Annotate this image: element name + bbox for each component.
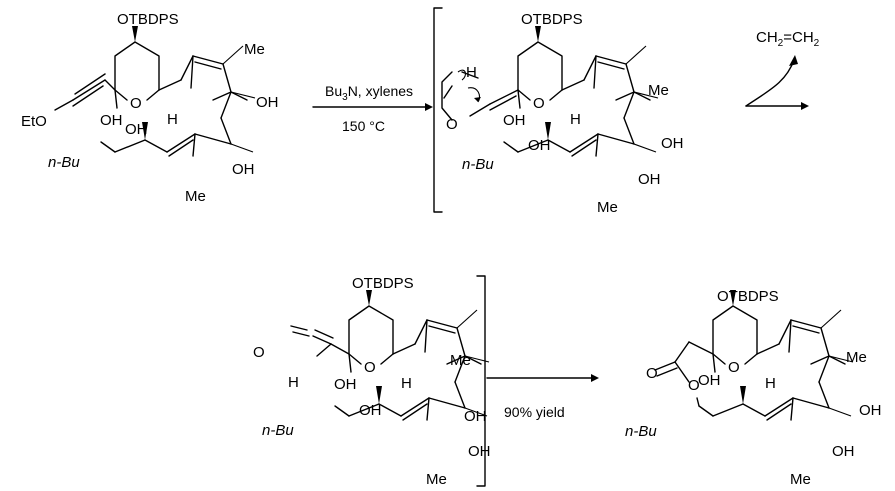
yield-label: 90% yield xyxy=(504,404,565,420)
left-bracket xyxy=(433,7,443,213)
otbdps-label: OTBDPS xyxy=(521,11,583,28)
ketene-o-label: O xyxy=(253,344,265,361)
me-label: Me xyxy=(426,471,447,488)
otbdps-label: OTBDPS xyxy=(717,288,779,305)
oh-label: OH xyxy=(464,408,487,425)
right-bracket xyxy=(476,275,486,487)
nbu-label: n-Bu xyxy=(262,422,294,439)
oh-label: OH xyxy=(698,372,721,389)
h-label: H xyxy=(466,64,477,81)
reagents-label: Bu3N, xylenes xyxy=(325,83,413,103)
oh-label: OH xyxy=(256,94,279,111)
ethylene-byproduct-label: CH2=CH2 xyxy=(756,29,820,49)
otbdps-label: OTBDPS xyxy=(117,11,179,28)
ring-o-label: O xyxy=(533,95,545,112)
oh-label: OH xyxy=(638,171,661,188)
oh-label: OH xyxy=(100,112,123,129)
oh-label: OH xyxy=(832,443,855,460)
macrolactone-product-structure xyxy=(654,289,854,421)
oh-label: OH xyxy=(528,137,551,154)
oh-label: OH xyxy=(232,161,255,178)
transition-state-structure xyxy=(441,25,659,157)
me-label: Me xyxy=(648,82,669,99)
lactone-o-label: O xyxy=(688,377,700,394)
ring-o-label: O xyxy=(446,116,458,133)
ring-o-label: O xyxy=(130,95,142,112)
oh-label: OH xyxy=(468,443,491,460)
h-label: H xyxy=(765,375,776,392)
me-label: Me xyxy=(450,352,471,369)
oh-label: OH xyxy=(359,402,382,419)
me-label: Me xyxy=(597,199,618,216)
ring-o-label: O xyxy=(364,359,376,376)
carbonyl-o-label: O xyxy=(646,365,658,382)
ketene-intermediate-structure xyxy=(290,289,490,421)
h-label: H xyxy=(288,374,299,391)
h-label: H xyxy=(167,111,178,128)
h-label: H xyxy=(570,111,581,128)
temperature-label: 150 °C xyxy=(342,118,385,134)
otbdps-label: OTBDPS xyxy=(352,275,414,292)
me-label: Me xyxy=(790,471,811,488)
me-label: Me xyxy=(244,41,265,58)
oh-label: OH xyxy=(125,121,148,138)
oh-label: OH xyxy=(661,135,684,152)
me-label: Me xyxy=(846,349,867,366)
oh-label: OH xyxy=(503,112,526,129)
nbu-label: n-Bu xyxy=(48,154,80,171)
h-label: H xyxy=(401,375,412,392)
ring-o-label: O xyxy=(728,359,740,376)
reaction-arrow-2 xyxy=(745,59,795,107)
starting-material-structure xyxy=(54,25,256,157)
nbu-label: n-Bu xyxy=(462,156,494,173)
eto-label: EtO xyxy=(21,113,47,130)
me-label: Me xyxy=(185,188,206,205)
nbu-label: n-Bu xyxy=(625,423,657,440)
oh-label: OH xyxy=(859,402,882,419)
oh-label: OH xyxy=(334,376,357,393)
